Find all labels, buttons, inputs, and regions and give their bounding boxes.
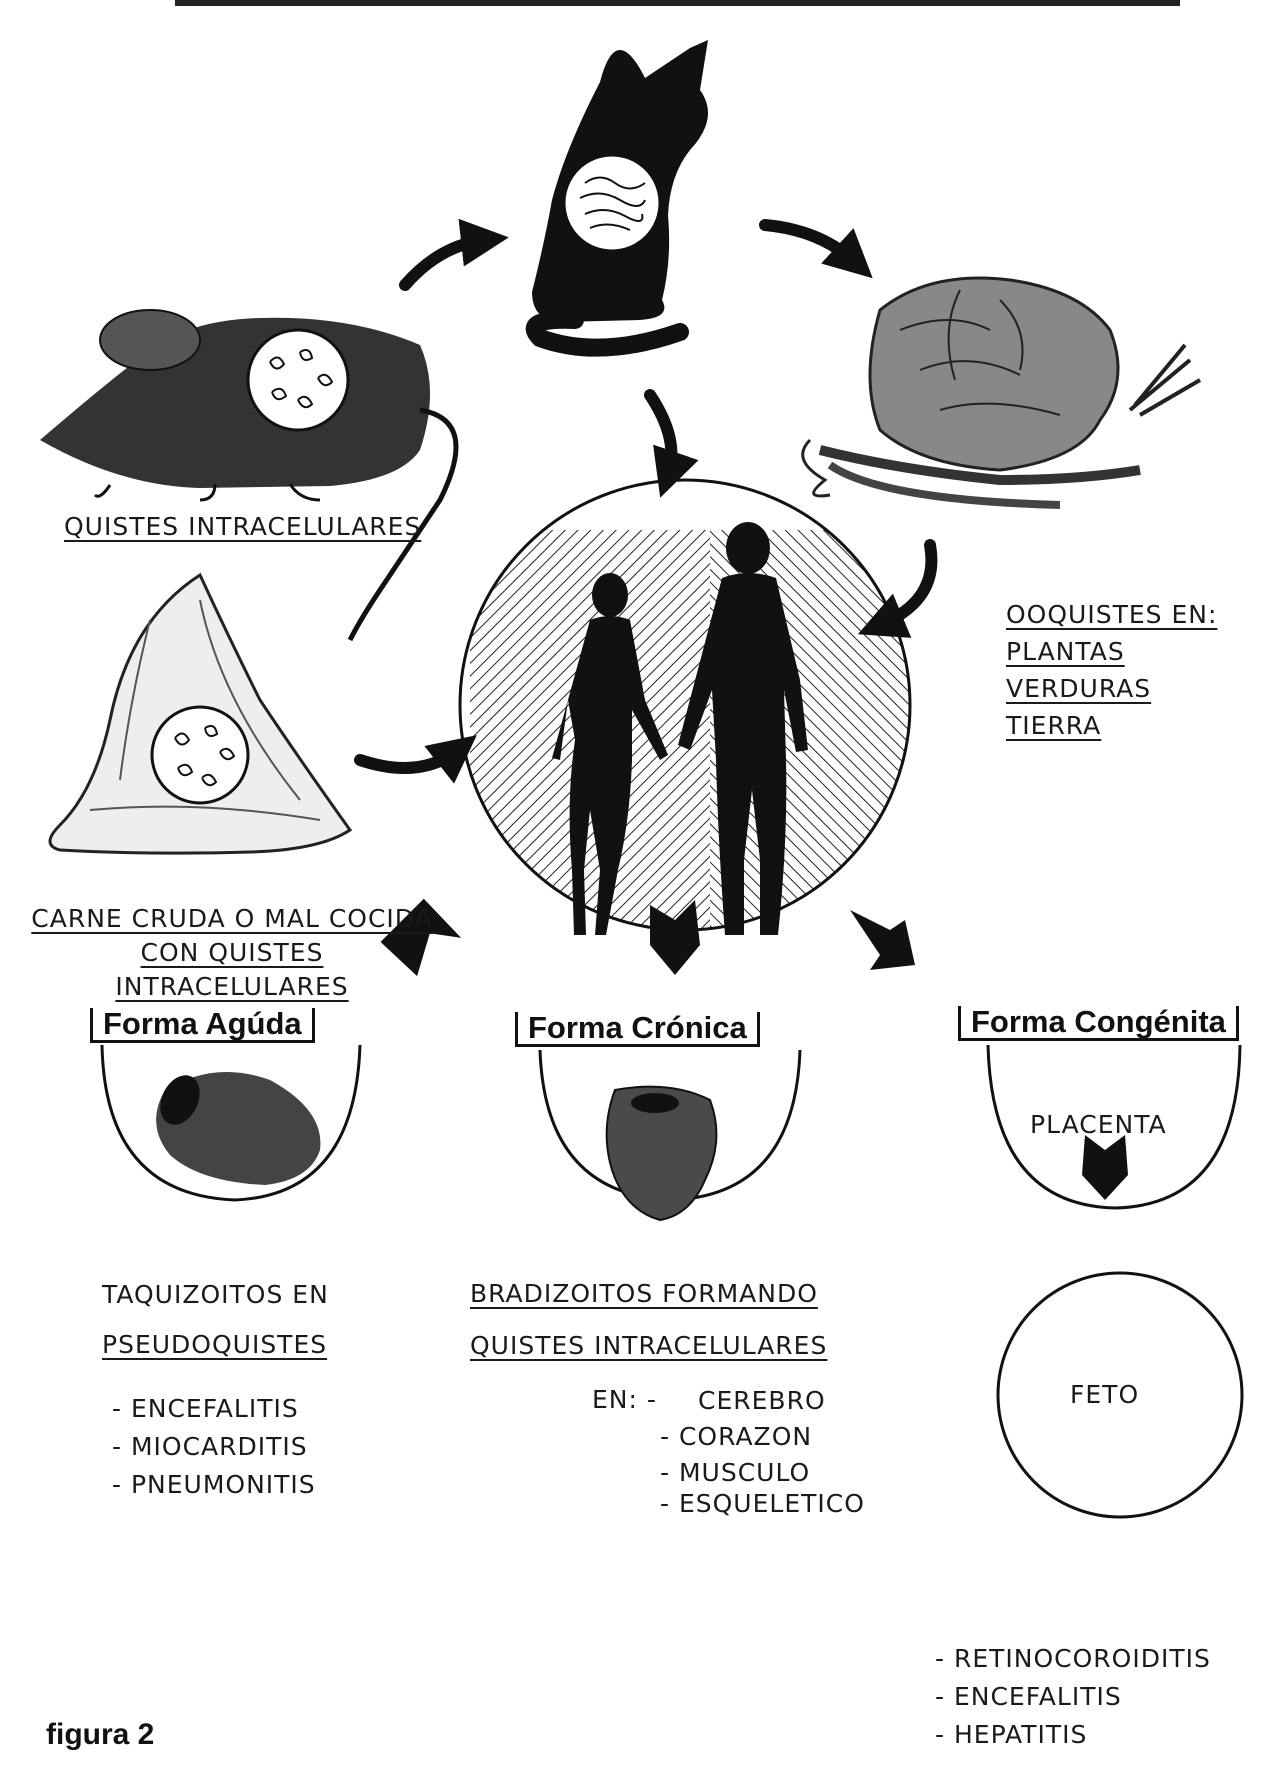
plants-label-line3: VERDURAS [1006, 670, 1217, 707]
title-underline-fragment [175, 0, 1180, 6]
acute-symptom-1: - ENCEFALITIS [112, 1390, 316, 1428]
meat-label-line2: CON QUISTES [12, 936, 452, 970]
meat-icon [50, 575, 350, 853]
congenital-symptom-3: - HEPATITIS [935, 1716, 1211, 1754]
chronic-description: BRADIZOITOS FORMANDO QUISTES INTRACELULA… [470, 1268, 827, 1372]
congenital-symptom-1: - RETINOCOROIDITIS [935, 1640, 1211, 1678]
vegetables-icon [803, 278, 1200, 505]
plants-label: OOQUISTES EN: PLANTAS VERDURAS TIERRA [1006, 596, 1217, 744]
congenital-form-title: Forma Congénita [958, 1006, 1239, 1041]
acute-description-line2: PSEUDOQUISTES [102, 1320, 329, 1370]
fetus-label: FETO [1070, 1380, 1139, 1409]
bradyzoite-cyst-icon [607, 1087, 717, 1220]
chronic-locations: CEREBRO - CORAZON - MUSCULO - ESQUELETIC… [698, 1383, 865, 1517]
acute-symptoms: - ENCEFALITIS - MIOCARDITIS - PNEUMONITI… [112, 1390, 316, 1504]
chronic-location-3: - MUSCULO [660, 1455, 865, 1491]
chronic-location-2: - CORAZON [660, 1419, 865, 1455]
chronic-form-title: Forma Crónica [515, 1012, 760, 1047]
acute-description-line1: TAQUIZOITOS EN [102, 1270, 329, 1320]
chronic-locations-prefix: EN: - [592, 1383, 657, 1417]
acute-symptom-2: - MIOCARDITIS [112, 1428, 316, 1466]
acute-description: TAQUIZOITOS EN PSEUDOQUISTES [102, 1270, 329, 1370]
congenital-symptoms: - RETINOCOROIDITIS - ENCEFALITIS - HEPAT… [935, 1640, 1211, 1754]
plants-label-line1: OOQUISTES EN: [1006, 596, 1217, 633]
plants-label-line2: PLANTAS [1006, 633, 1217, 670]
mouse-icon [40, 310, 456, 640]
congenital-symptom-2: - ENCEFALITIS [935, 1678, 1211, 1716]
human-couple-icon [460, 480, 910, 935]
chronic-description-line1: BRADIZOITOS FORMANDO [470, 1268, 827, 1320]
chronic-location-4: - ESQUELETICO [660, 1491, 865, 1517]
tachyzoite-cell-icon [153, 1069, 321, 1185]
cat-icon [532, 40, 708, 348]
mouse-label: QUISTES INTRACELULARES [64, 510, 421, 544]
meat-label: CARNE CRUDA O MAL COCIDA CON QUISTES INT… [12, 902, 452, 1004]
acute-form-title: Forma Agúda [90, 1008, 315, 1043]
meat-label-line1: CARNE CRUDA O MAL COCIDA [12, 902, 452, 936]
meat-label-line3: INTRACELULARES [12, 970, 452, 1004]
placenta-label: PLACENTA [1030, 1110, 1167, 1139]
acute-symptom-3: - PNEUMONITIS [112, 1466, 316, 1504]
figure-label: figura 2 [46, 1718, 154, 1752]
chronic-description-line2: QUISTES INTRACELULARES [470, 1320, 827, 1372]
plants-label-line4: TIERRA [1006, 707, 1217, 744]
chronic-location-1: CEREBRO [698, 1383, 865, 1419]
